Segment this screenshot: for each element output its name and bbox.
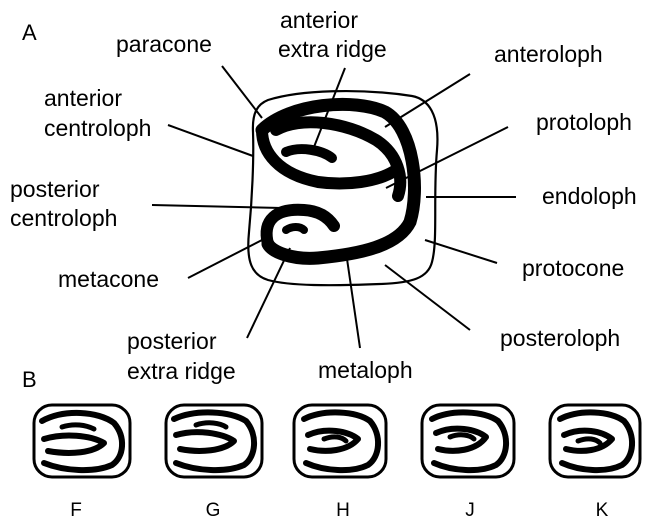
label-protocone: protocone (522, 255, 624, 281)
label-protoloph: protoloph (536, 109, 632, 135)
label-anterior-extra-ridge-line1: anterior (280, 7, 358, 33)
label-posterior-centroloph-line1: posterior (10, 176, 100, 202)
label-metaloph: metaloph (318, 357, 413, 383)
tooth-diagram-a (248, 91, 437, 285)
label-endoloph: endoloph (542, 183, 637, 209)
posterior-extra-ridge-mark (286, 227, 304, 230)
panel-label-b: B (22, 367, 37, 392)
specimen-row (34, 405, 640, 477)
label-anterior-centroloph-line2: centroloph (44, 115, 151, 141)
label-paracone: paracone (116, 31, 212, 57)
specimen-label-g: G (206, 500, 221, 521)
specimen-label-h: H (336, 500, 350, 521)
leader-anterior-centroloph (168, 125, 253, 156)
specimen-label-k: K (596, 500, 609, 521)
specimen-k (550, 405, 640, 477)
specimen-j (422, 405, 514, 477)
label-posteroloph: posteroloph (500, 325, 620, 351)
leader-posteroloph (385, 265, 470, 330)
label-anterior-extra-ridge-line2: extra ridge (278, 36, 387, 62)
label-posterior-extra-ridge-line1: posterior (127, 328, 217, 354)
specimen-f (34, 405, 130, 477)
label-posterior-centroloph-line2: centroloph (10, 205, 117, 231)
label-posterior-extra-ridge-line2: extra ridge (127, 358, 236, 384)
specimen-label-f: F (70, 500, 82, 521)
label-metacone: metacone (58, 266, 159, 292)
specimen-g (166, 405, 262, 477)
specimen-h (294, 405, 386, 477)
leader-paracone (222, 66, 262, 118)
specimen-label-j: J (465, 500, 475, 521)
panel-label-a: A (22, 20, 37, 45)
label-anterior-centroloph-line1: anterior (44, 85, 122, 111)
label-anteroloph: anteroloph (494, 41, 603, 67)
leader-protocone (425, 240, 497, 263)
